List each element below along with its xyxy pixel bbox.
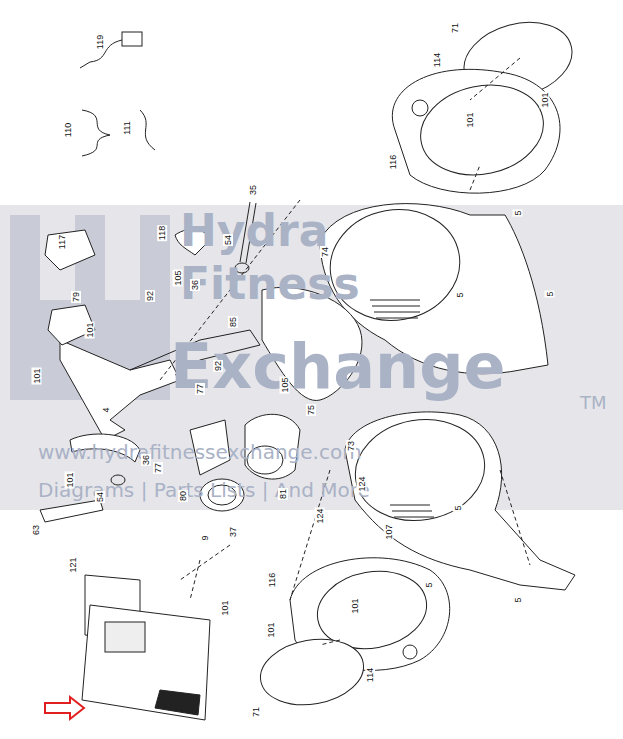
callout-number: 71 [450, 22, 460, 34]
callout-number: 36 [190, 279, 200, 291]
callout-number: 80 [178, 490, 188, 502]
pointer-arrow [45, 697, 84, 719]
callout-number: 5 [455, 291, 465, 298]
callout-number: 101 [540, 91, 550, 108]
callout-number: 4 [101, 406, 111, 413]
callout-number: 54 [95, 491, 105, 503]
callout-number: 114 [365, 667, 375, 683]
callout-number: 36 [141, 454, 151, 466]
callout-number: 77 [195, 383, 205, 395]
callout-number: 5 [453, 504, 463, 511]
callout-number: 117 [57, 234, 67, 250]
callout-number: 37 [228, 526, 238, 538]
callout-number: 92 [213, 360, 223, 372]
callout-number: 9 [200, 534, 210, 541]
watermark-text: Hydra [180, 205, 328, 256]
callout-number: 79 [71, 291, 81, 303]
callout-number: 101 [350, 597, 360, 614]
callout-number: 110 [63, 122, 73, 138]
watermark-text: www.hydrafitnessexchange.com [38, 440, 362, 464]
callout-number: 92 [145, 290, 155, 302]
callout-number: 77 [153, 462, 163, 474]
watermark-text: TM [580, 392, 607, 413]
watermark-text: Diagrams | Parts Lists | And More [38, 478, 370, 502]
callout-number: 105 [173, 269, 183, 286]
watermark-text: Fitness [180, 258, 360, 309]
callout-number: 85 [228, 316, 238, 328]
callout-number: 101 [266, 621, 276, 638]
callout-number: 111 [122, 120, 132, 136]
callout-number: 35 [248, 184, 258, 196]
callout-number: 124 [315, 507, 325, 524]
callout-number: 114 [432, 52, 442, 68]
callout-number: 71 [251, 706, 261, 718]
callout-number: 74 [320, 246, 330, 258]
callout-number: 5 [513, 209, 523, 216]
callout-number: 116 [267, 572, 277, 588]
callout-number: 54 [223, 234, 233, 246]
callout-number: 116 [388, 154, 398, 170]
callout-number: 101 [32, 367, 42, 384]
callout-number: 124 [357, 475, 367, 492]
callout-number: 5 [545, 290, 555, 297]
callout-number: 5 [424, 581, 434, 588]
callout-number: 107 [384, 523, 394, 540]
callout-number: 118 [157, 225, 167, 241]
callout-number: 73 [346, 440, 356, 452]
callout-number: 101 [65, 471, 75, 488]
callout-number: 101 [85, 321, 95, 338]
callout-number: 119 [95, 34, 105, 50]
callout-number: 81 [278, 488, 288, 500]
callout-number: 101 [220, 599, 230, 616]
callout-number: 63 [31, 524, 41, 536]
callout-number: 105 [280, 376, 290, 393]
callout-number: 5 [513, 596, 523, 603]
callout-number: 121 [68, 556, 78, 573]
callout-number: 101 [465, 111, 475, 128]
callout-number: 75 [306, 404, 316, 416]
